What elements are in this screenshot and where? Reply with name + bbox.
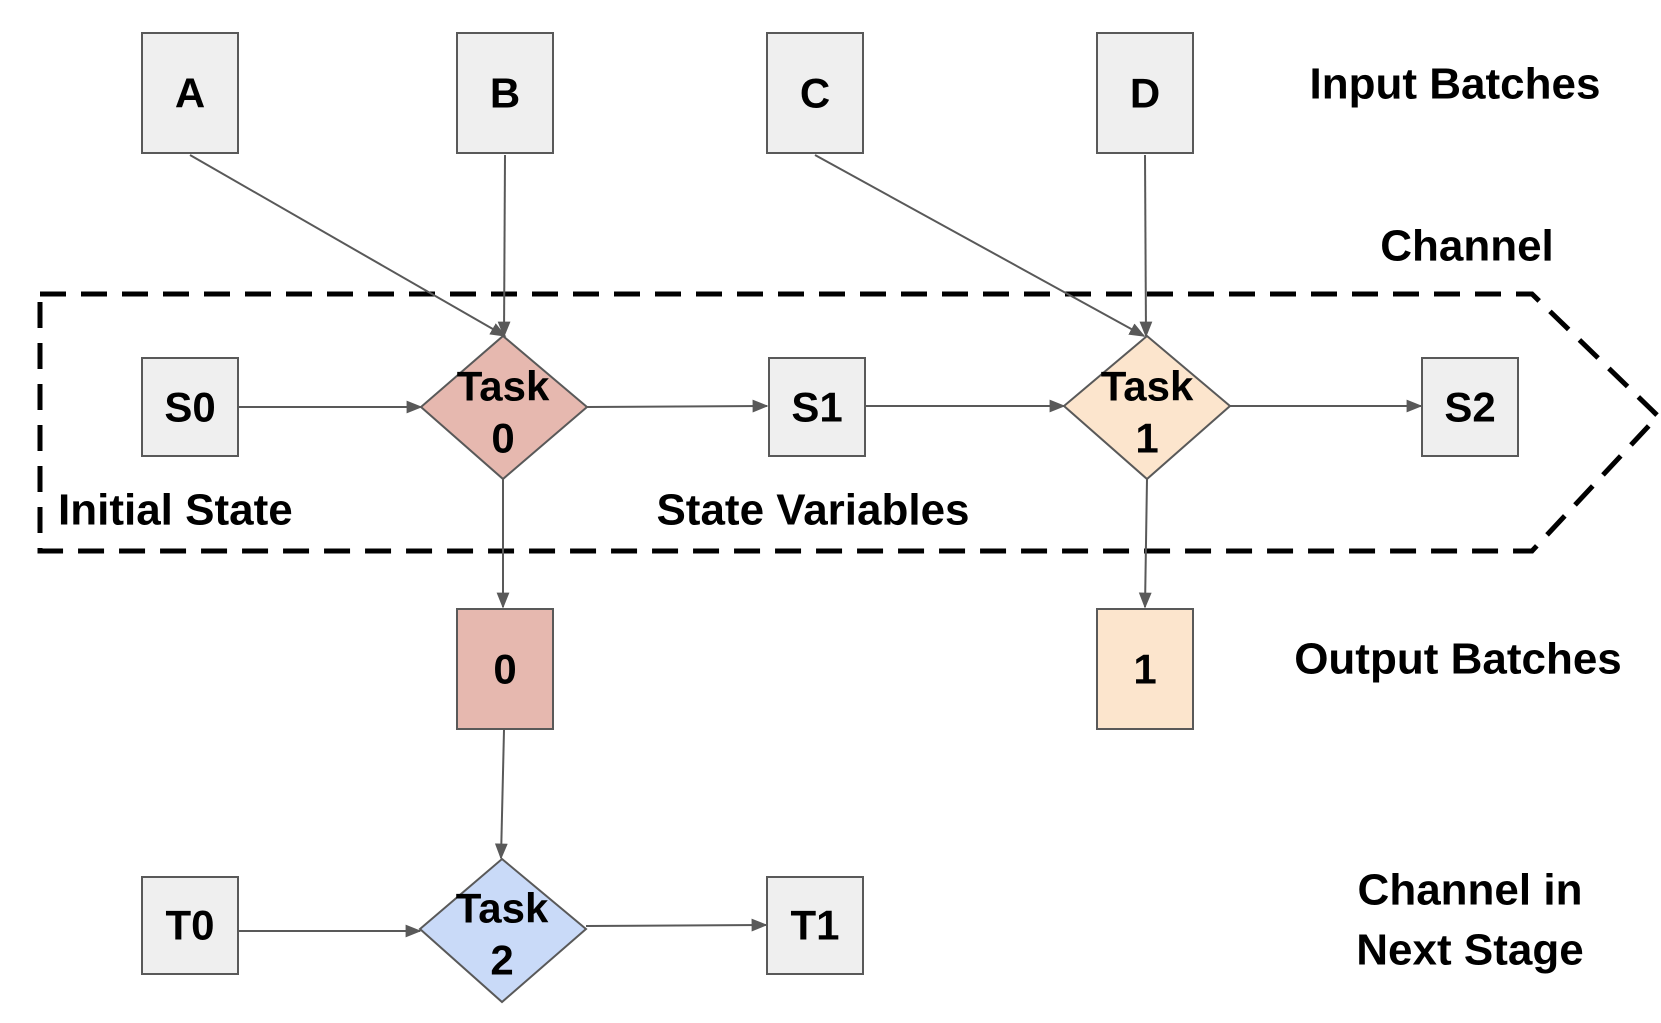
task1-label-line1: Task bbox=[1101, 363, 1194, 410]
input-box-d: D bbox=[1096, 32, 1194, 154]
edge-b-task0 bbox=[497, 154, 511, 338]
task2-diamond: Task 2 bbox=[418, 857, 588, 1004]
state-variables-label: State Variables bbox=[656, 486, 969, 535]
state-box-s0-label: S0 bbox=[164, 384, 215, 431]
output-box-0: 0 bbox=[456, 608, 554, 730]
task2-label-line2: 2 bbox=[490, 937, 513, 984]
edge-a-task0 bbox=[189, 154, 507, 337]
task0-label-line2: 0 bbox=[491, 415, 514, 462]
initial-state-label: Initial State bbox=[58, 486, 293, 535]
output-box-0-label: 0 bbox=[493, 646, 516, 693]
channel-next-stage-label-line1: Channel in bbox=[1358, 866, 1583, 915]
input-box-b: B bbox=[456, 32, 554, 154]
state-box-t1: T1 bbox=[766, 876, 864, 975]
edge-out0-task2 bbox=[494, 729, 508, 860]
input-box-c: C bbox=[766, 32, 864, 154]
output-box-1: 1 bbox=[1096, 608, 1194, 730]
state-box-s0: S0 bbox=[141, 357, 239, 457]
channel-next-stage-label-line2: Next Stage bbox=[1356, 926, 1583, 975]
input-batches-label: Input Batches bbox=[1310, 60, 1601, 109]
state-box-s1-label: S1 bbox=[791, 384, 842, 431]
task1-diamond: Task 1 bbox=[1062, 334, 1232, 481]
state-box-s2: S2 bbox=[1421, 357, 1519, 457]
edge-task2-t1 bbox=[585, 918, 768, 932]
input-box-d-label: D bbox=[1130, 70, 1160, 117]
edge-c-task1 bbox=[814, 154, 1146, 337]
input-box-a-label: A bbox=[175, 70, 205, 117]
state-box-t0: T0 bbox=[141, 876, 239, 975]
edge-task1-out1 bbox=[1138, 478, 1152, 609]
state-box-t0-label: T0 bbox=[165, 902, 214, 949]
edge-task0-s1 bbox=[586, 399, 769, 413]
output-box-1-label: 1 bbox=[1133, 646, 1156, 693]
task0-diamond: Task 0 bbox=[419, 334, 589, 481]
channel-boundary bbox=[37, 291, 1661, 554]
task1-label-line2: 1 bbox=[1135, 415, 1158, 462]
state-box-s2-label: S2 bbox=[1444, 384, 1495, 431]
edge-d-task1 bbox=[1139, 154, 1153, 338]
output-batches-label: Output Batches bbox=[1294, 635, 1622, 684]
input-box-c-label: C bbox=[800, 70, 830, 117]
channel-label: Channel bbox=[1380, 222, 1554, 271]
task0-label-line1: Task bbox=[457, 363, 550, 410]
state-box-s1: S1 bbox=[768, 357, 866, 457]
state-box-t1-label: T1 bbox=[790, 902, 839, 949]
input-box-b-label: B bbox=[490, 70, 520, 117]
input-box-a: A bbox=[141, 32, 239, 154]
task2-label-line1: Task bbox=[456, 885, 549, 932]
edges bbox=[189, 154, 1423, 938]
